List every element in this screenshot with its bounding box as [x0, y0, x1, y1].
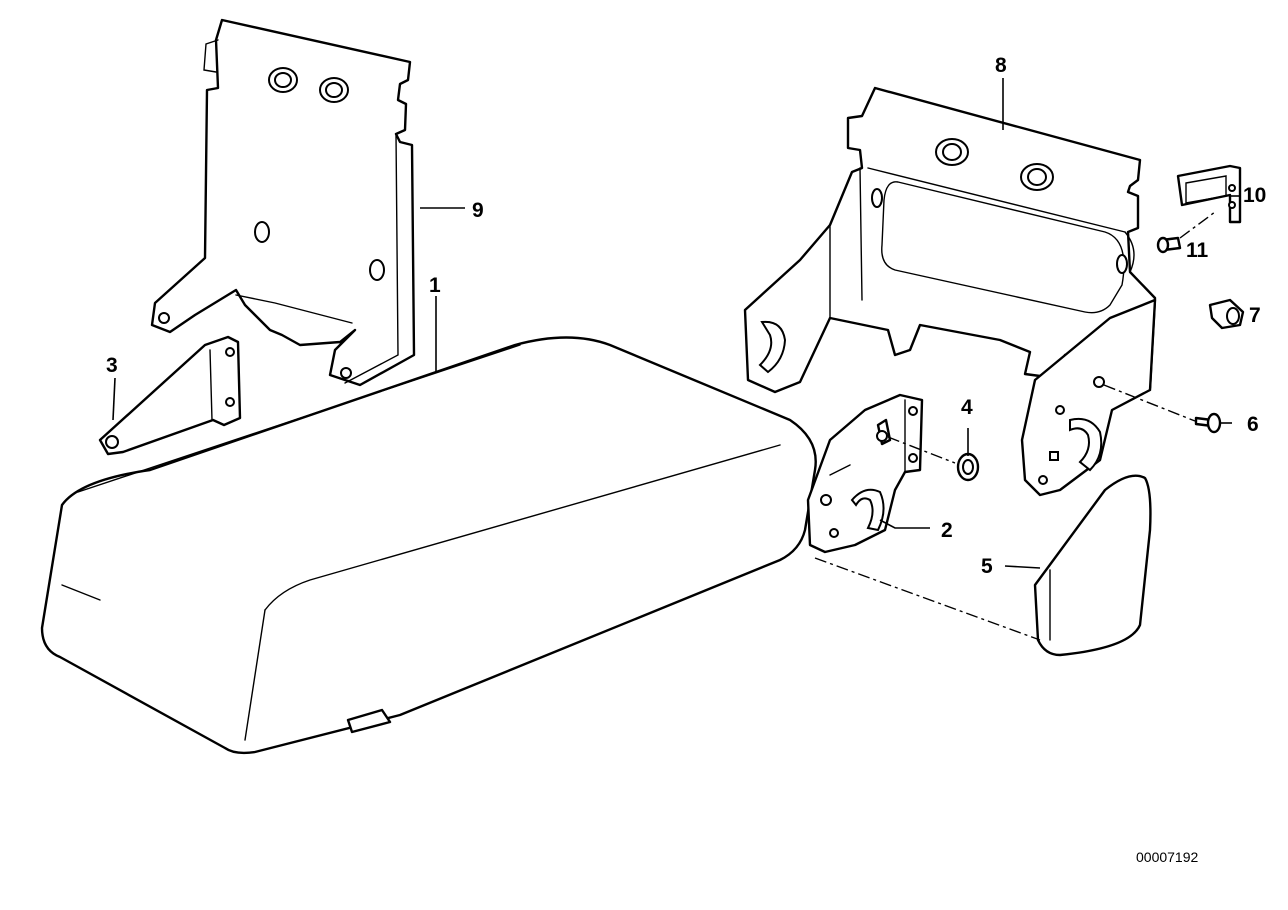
- callout-10: 10: [1243, 184, 1266, 207]
- part-2-hinge-plate: [806, 393, 924, 554]
- callout-6: 6: [1247, 413, 1259, 436]
- part-4-washer: [956, 452, 980, 482]
- part-8-mounting-frame: [743, 86, 1157, 402]
- callout-3: 3: [106, 354, 118, 377]
- part-11-small-screw: [1156, 236, 1182, 254]
- part-3-angle-bracket: [98, 335, 242, 456]
- callout-1: 1: [429, 274, 441, 297]
- document-number: 00007192: [1136, 849, 1199, 865]
- part-1-armrest-cushion: [40, 336, 817, 755]
- callout-leaders: [112, 78, 1240, 569]
- part-7-nut-insert: [1208, 298, 1245, 330]
- callout-2: 2: [941, 519, 953, 542]
- part-5-end-cap: [1033, 474, 1152, 657]
- part-9-bracket-plate: [150, 18, 416, 387]
- part-10-clip: [1176, 164, 1242, 224]
- part-6-screw: [1194, 412, 1222, 434]
- part-8-hinge-plate: [1020, 298, 1157, 497]
- callout-11: 11: [1186, 239, 1209, 262]
- callout-8: 8: [995, 54, 1007, 77]
- callout-4: 4: [961, 396, 973, 419]
- callout-5: 5: [981, 555, 993, 578]
- callout-9: 9: [472, 199, 484, 222]
- assembly-axis-lines: [814, 211, 1216, 641]
- callout-7: 7: [1249, 304, 1261, 327]
